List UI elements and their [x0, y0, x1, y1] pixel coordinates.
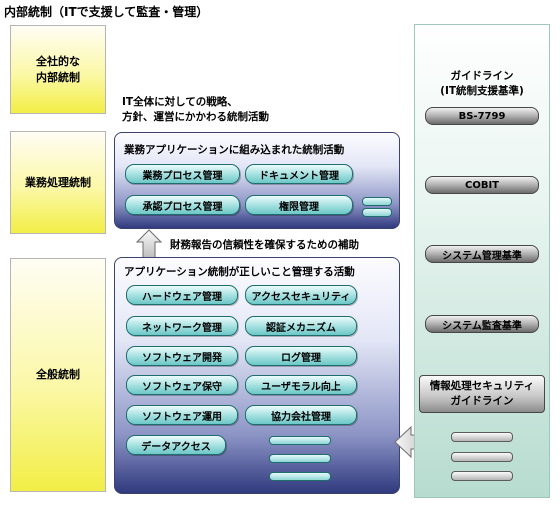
authentication-mechanism-pill: 認証メカニズム	[245, 316, 357, 336]
authority-management-pill: 権限管理	[245, 195, 353, 215]
business-process-control-label: 業務処理統制	[25, 175, 91, 189]
business-more-line-2	[362, 208, 392, 217]
guideline-more-line-1	[451, 432, 513, 442]
general-more-line-1	[269, 436, 331, 445]
network-management-pill: ネットワーク管理	[126, 316, 238, 336]
up-arrow-icon	[136, 229, 162, 259]
company-level-control-box: 全社的な 内部統制	[10, 25, 106, 114]
security-guideline-box: 情報処理セキュリティ ガイドライン	[419, 375, 545, 413]
software-operation-pill: ソフトウェア運用	[126, 405, 238, 425]
general-more-line-2	[269, 454, 331, 463]
hardware-management-pill: ハードウェア管理	[126, 285, 238, 305]
guideline-panel: ガイドライン (IT統制支援基準) BS-7799 COBIT システム管理基準…	[414, 24, 550, 498]
security-guideline-label: 情報処理セキュリティ ガイドライン	[429, 380, 535, 407]
system-management-standard-pill: システム管理基準	[425, 245, 539, 263]
access-security-pill: アクセスセキュリティ	[245, 285, 357, 305]
business-more-line-1	[362, 197, 392, 206]
general-control-panel: アプリケーション統制が正しいこと管理する活動 ハードウェア管理 ネットワーク管理…	[114, 257, 400, 494]
bs7799-pill: BS-7799	[425, 107, 539, 125]
guideline-more-line-3	[451, 471, 513, 481]
it-strategy-note: IT全体に対しての戦略、 方針、運営にかかわる統制活動	[122, 96, 269, 123]
general-panel-title: アプリケーション統制が正しいこと管理する活動	[124, 266, 355, 278]
user-morale-pill: ユーザモラル向上	[245, 375, 357, 395]
general-more-line-3	[269, 472, 331, 481]
guideline-title: ガイドライン (IT統制支援基準)	[440, 70, 524, 97]
data-access-pill: データアクセス	[126, 435, 226, 455]
cobit-pill: COBIT	[425, 176, 539, 194]
business-panel-title: 業務アプリケーションに組み込まれた統制活動	[124, 144, 345, 156]
business-application-panel: 業務アプリケーションに組み込まれた統制活動 業務プロセス管理 ドキュメント管理 …	[114, 132, 400, 229]
partner-company-management-pill: 協力会社管理	[245, 405, 357, 425]
page-title: 内部統制（ITで支援して監査・管理）	[4, 5, 209, 19]
software-development-pill: ソフトウェア開発	[126, 346, 238, 366]
company-level-control-label: 全社的な 内部統制	[36, 54, 80, 84]
guideline-more-line-2	[451, 452, 513, 462]
system-audit-standard-pill: システム監査基準	[425, 315, 539, 333]
approval-process-management-pill: 承認プロセス管理	[125, 195, 240, 215]
general-control-box: 全般統制	[10, 258, 106, 492]
general-control-label: 全般統制	[36, 368, 80, 381]
support-note: 財務報告の信頼性を確保するための補助	[170, 239, 359, 251]
log-management-pill: ログ管理	[245, 346, 357, 366]
business-process-management-pill: 業務プロセス管理	[125, 164, 240, 184]
software-maintenance-pill: ソフトウェア保守	[126, 375, 238, 395]
document-management-pill: ドキュメント管理	[245, 164, 353, 184]
business-process-control-box: 業務処理統制	[10, 131, 106, 234]
